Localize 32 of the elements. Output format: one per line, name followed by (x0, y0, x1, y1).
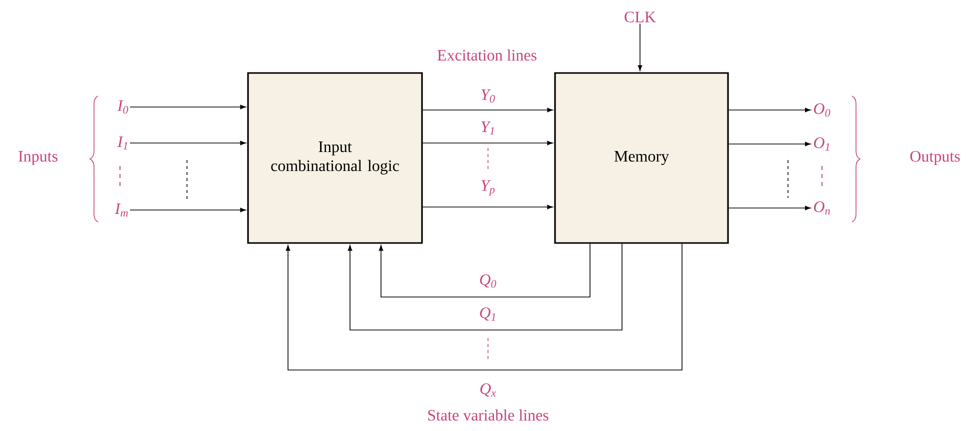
signal-label: I$_{m}$ (114, 203, 128, 217)
signal-label: O$_{1}$ (814, 137, 830, 151)
signal-label: I$_{1}$ (117, 136, 128, 150)
edge-label: Y$_{1}$ (481, 121, 494, 135)
arrow (378, 243, 590, 298)
arrow (728, 142, 811, 146)
arrow (728, 206, 811, 210)
arrow (638, 23, 642, 71)
group-label: Excitation lines (437, 49, 536, 61)
arrow (728, 108, 811, 112)
arrow (286, 243, 682, 370)
signal-label: CLK (624, 12, 656, 22)
arrow (422, 108, 553, 112)
arrow (130, 140, 246, 146)
edge-label: Q$_{0}$ (480, 274, 496, 288)
group-label: Inputs (18, 151, 58, 165)
edge-label: Y$_{0}$ (481, 89, 495, 103)
arrow (130, 208, 246, 212)
signal-label: I$_{0}$ (117, 100, 128, 114)
edge-label: Y$_{p}$ (481, 180, 495, 196)
signal-label: O$_{0}$ (814, 103, 830, 117)
edge-label: Q$_{x}$ (480, 383, 496, 397)
edge-label: Q$_{1}$ (480, 307, 496, 321)
group-label: Outputs (910, 151, 960, 165)
block-box: Memory (554, 72, 729, 244)
arrow (422, 204, 553, 210)
arrow (422, 140, 553, 146)
arrow (130, 104, 246, 110)
block-box: Input combinational logic (247, 72, 423, 244)
group-label: State variable lines (428, 409, 548, 421)
signal-label: O$_{n}$ (814, 201, 830, 215)
arrow (348, 243, 622, 330)
